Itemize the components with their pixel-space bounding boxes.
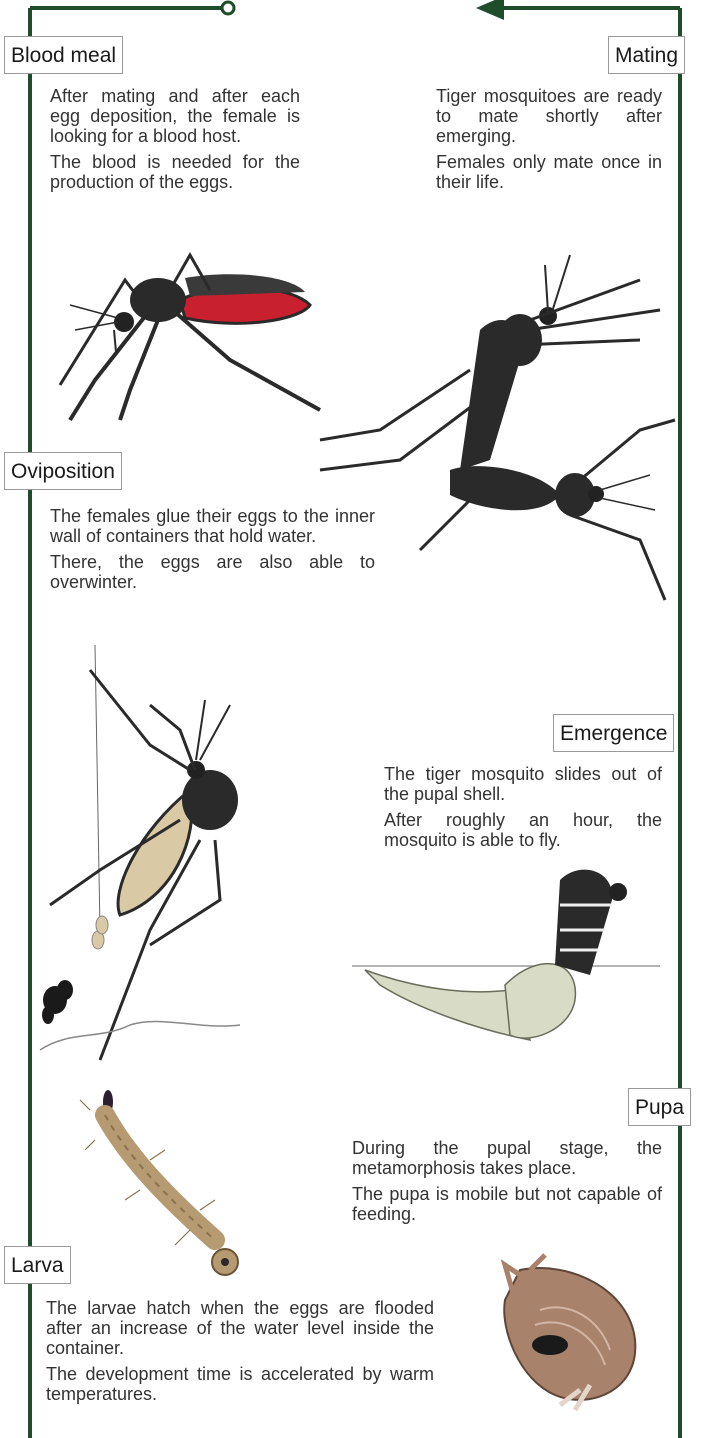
larva-icon — [80, 1090, 238, 1275]
text-pupa-p2: The pupa is mobile but not capable of fe… — [352, 1184, 662, 1224]
text-mating-p1: Tiger mosquitoes are ready to mate short… — [436, 86, 662, 146]
text-oviposition-p2: There, the eggs are also able to overwin… — [50, 552, 375, 592]
emerging-mosquito-icon — [352, 870, 660, 1040]
text-mating-p2: Females only mate once in their life. — [436, 152, 662, 192]
text-larva-p2: The development time is accelerated by w… — [46, 1364, 434, 1404]
blood-feeding-mosquito-icon — [60, 255, 320, 420]
stage-label-emergence: Emergence — [553, 714, 674, 752]
stage-label-pupa: Pupa — [628, 1088, 691, 1126]
text-emergence-p1: The tiger mosquito slides out of the pup… — [384, 764, 662, 804]
text-blood-meal: After mating and after each egg depositi… — [50, 86, 300, 198]
pupa-icon — [504, 1255, 635, 1410]
text-pupa: During the pupal stage, the metamorphosi… — [352, 1138, 662, 1230]
stage-label-blood-meal: Blood meal — [4, 36, 123, 74]
text-larva: The larvae hatch when the eggs are flood… — [46, 1298, 434, 1410]
ovipositing-mosquito-icon — [40, 645, 240, 1060]
text-oviposition-p1: The females glue their eggs to the inner… — [50, 506, 375, 546]
stage-label-oviposition: Oviposition — [4, 452, 122, 490]
text-oviposition: The females glue their eggs to the inner… — [50, 506, 375, 598]
text-emergence: The tiger mosquito slides out of the pup… — [384, 764, 662, 856]
stage-label-larva: Larva — [4, 1246, 71, 1284]
text-blood-meal-p1: After mating and after each egg depositi… — [50, 86, 300, 146]
text-mating: Tiger mosquitoes are ready to mate short… — [436, 86, 662, 198]
text-pupa-p1: During the pupal stage, the metamorphosi… — [352, 1138, 662, 1178]
text-larva-p1: The larvae hatch when the eggs are flood… — [46, 1298, 434, 1358]
stage-label-mating: Mating — [608, 36, 685, 74]
text-blood-meal-p2: The blood is needed for the production o… — [50, 152, 300, 192]
text-emergence-p2: After roughly an hour, the mosquito is a… — [384, 810, 662, 850]
